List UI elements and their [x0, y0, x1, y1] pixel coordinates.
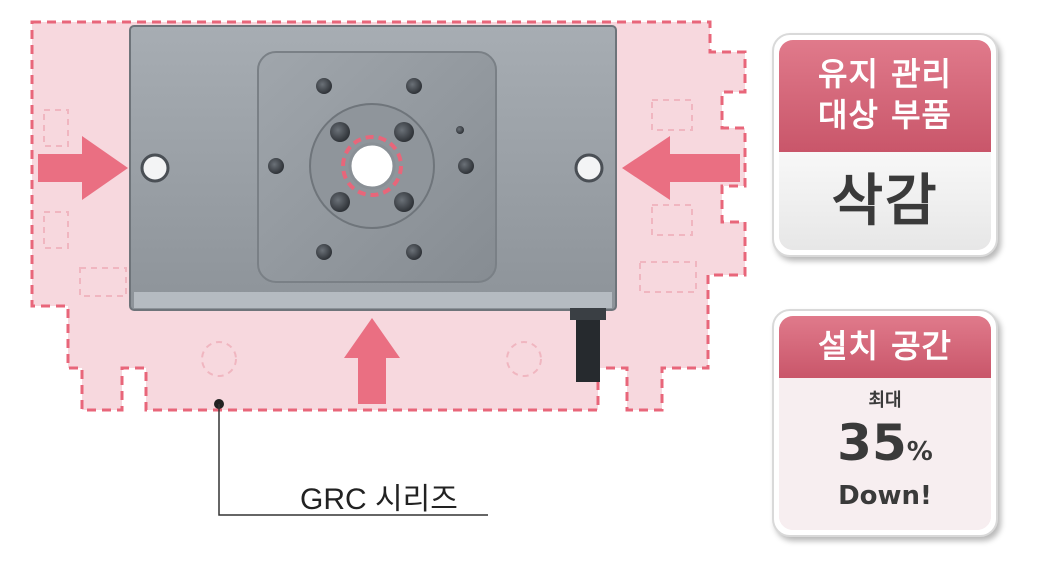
badge-space-value: 35%: [779, 414, 991, 481]
left-mount-hole: [140, 153, 170, 183]
badge-maintenance-title-line1: 유지 관리: [818, 55, 952, 93]
badge-maintenance-value: 삭감: [779, 152, 991, 250]
badge-space-suffix: Down!: [838, 481, 932, 511]
badge-space-title: 설치 공간: [779, 316, 991, 378]
grc-gripper-body: [129, 25, 617, 382]
badge-space-inner: 설치 공간 최대 35% Down!: [779, 316, 991, 530]
arrow-left-inward: [38, 136, 128, 200]
product-label: GRC 시리즈: [300, 483, 458, 516]
badge-maintenance: 유지 관리 대상 부품 삭감: [772, 33, 998, 257]
badge-space: 설치 공간 최대 35% Down!: [772, 309, 998, 537]
arrow-right-inward: [622, 136, 740, 200]
badge-maintenance-title-line2: 대상 부품: [818, 96, 952, 134]
cable: [576, 314, 600, 382]
badge-space-prefix: 최대: [868, 390, 902, 411]
badge-maintenance-header: 유지 관리 대상 부품: [779, 40, 991, 152]
center-bore-highlight: [341, 135, 403, 197]
screw-set: [268, 78, 474, 260]
badge-maintenance-inner: 유지 관리 대상 부품 삭감: [779, 40, 991, 250]
arrow-bottom-upward: [344, 318, 400, 404]
center-bore: [348, 142, 396, 190]
conventional-inner-details: [43, 99, 697, 377]
right-mount-hole: [574, 153, 604, 183]
badge-space-body: 최대 35% Down!: [779, 378, 991, 530]
badge-space-number: 35: [837, 414, 907, 472]
label-leader-line: [214, 399, 488, 516]
badge-space-unit: %: [906, 437, 933, 467]
